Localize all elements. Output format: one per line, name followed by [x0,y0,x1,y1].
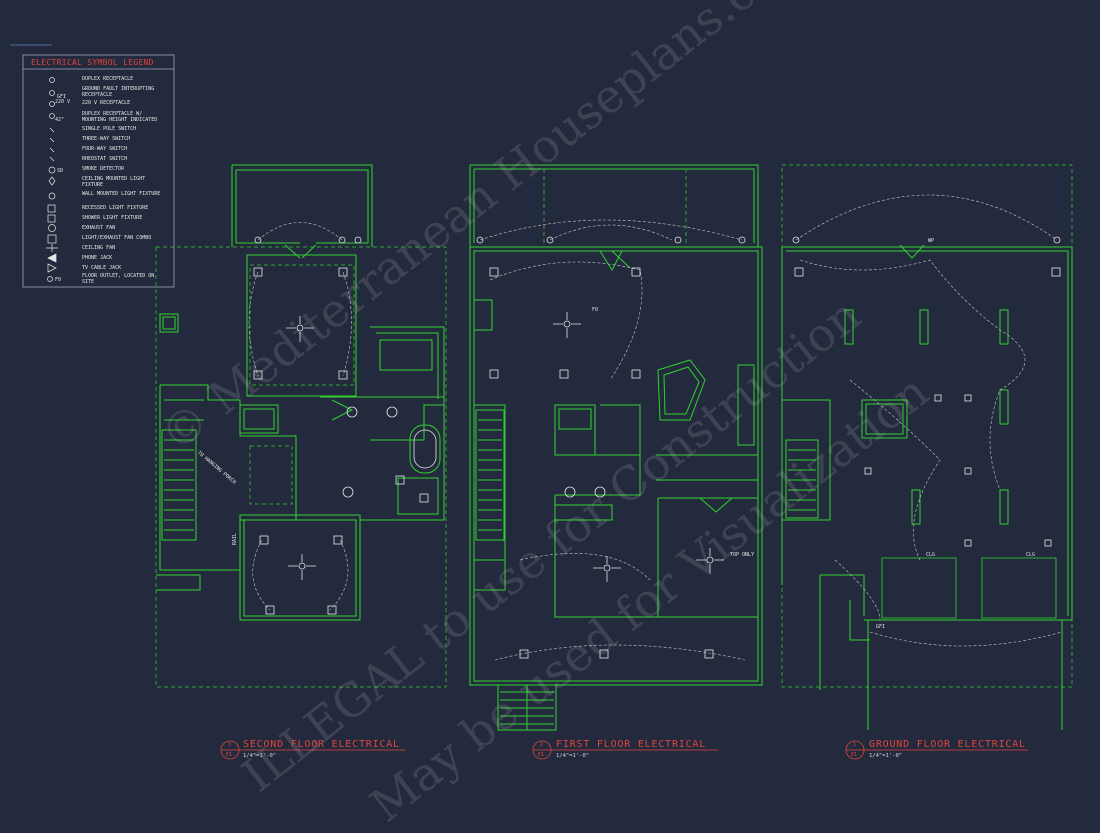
legend-item-exhaust: EXHAUST FAN [82,225,116,231]
ceiling-fan-icon [288,554,316,580]
second-floor-number: 3 [228,742,232,748]
gfi-note: GFI [876,624,886,630]
clg-note-1: CLG [926,552,936,558]
second-floor-title: SECOND FLOOR ELECTRICAL [243,739,400,750]
legend-box [22,54,175,288]
wp-note: WP [928,238,935,244]
ground-floor-number: 1 [853,742,857,748]
second-floor-sheet: E1 [226,752,233,758]
legend-item-phone: PHONE JACK [82,255,113,261]
ground-floor-title: GROUND FLOOR ELECTRICAL [869,739,1026,750]
ceiling-fan-icon [593,556,621,582]
legend-item-single-pole: SINGLE POLE SWITCH [82,126,137,132]
legend-item-smoke: SMOKE DETECTOR [82,166,125,172]
legend-item-four-way: FOUR-WAY SWITCH [82,146,128,152]
legend-item-shower-light: SHOWER LIGHT FIXTURE [82,215,143,221]
legend-tag-220v: 220 V [55,99,71,105]
second-floor-scale: 1/4"=1'-0" [243,753,277,759]
ground-floor-plan [781,164,1073,730]
ceiling-fan-icon [696,548,724,574]
first-floor-sheet: E1 [538,752,545,758]
legend-title: ELECTRICAL SYMBOL LEGEND [31,58,154,67]
legend-item-ceiling-fan: CEILING FAN [82,245,116,251]
first-floor-number: 2 [540,742,544,748]
rail-note: RAIL [232,532,238,545]
legend-tag-fo: FO [55,277,62,283]
fo-note: FO [592,307,599,313]
legend-item-rheostat: RHEOSTAT SWITCH [82,156,128,162]
legend-item-height: DUPLEX RECEPTACLE W/ MOUNTING HEIGHT IND… [82,111,158,123]
legend-item-ceiling-light: CEILING MOUNTED LIGHT FIXTURE [82,176,146,188]
legend-item-three-way: THREE-WAY SWITCH [82,136,131,142]
legend-item-duplex: DUPLEX RECEPTACLE [82,76,134,82]
ground-floor-scale: 1/4"=1'-0" [869,753,903,759]
first-floor-plan [469,164,763,731]
ceiling-fan-icon [553,312,581,338]
legend-item-220v: 220 V RECEPTACLE [82,100,131,106]
legend-item-recessed: RECESSED LIGHT FIXTURE [82,205,149,211]
legend-item-tv: TV CABLE JACK [82,265,122,271]
first-floor-scale: 1/4"=1'-0" [556,753,590,759]
ground-floor-sheet: E1 [851,752,858,758]
clg-note-2: CLG [1026,552,1036,558]
ceiling-fan-icon [286,316,314,342]
first-floor-title: FIRST FLOOR ELECTRICAL [556,739,707,750]
legend-item-wall-light: WALL MOUNTED LIGHT FIXTURE [82,191,161,197]
legend-item-gfi: GROUND FAULT INTERUPTING RECEPTACLE [82,86,155,98]
second-floor-plan [155,164,447,688]
top-only-note: TOP ONLY [730,552,755,558]
legend-tag-42: 42" [55,117,65,123]
legend-tag-sd: SD [57,168,64,174]
legend-item-floor-outlet: FLOOR OUTLET, LOCATED ON SITE [82,273,155,285]
legend-item-combo: LIGHT/EXHAUST FAN COMBO [82,235,152,241]
legend-tag-gfi: GFI [57,94,67,100]
